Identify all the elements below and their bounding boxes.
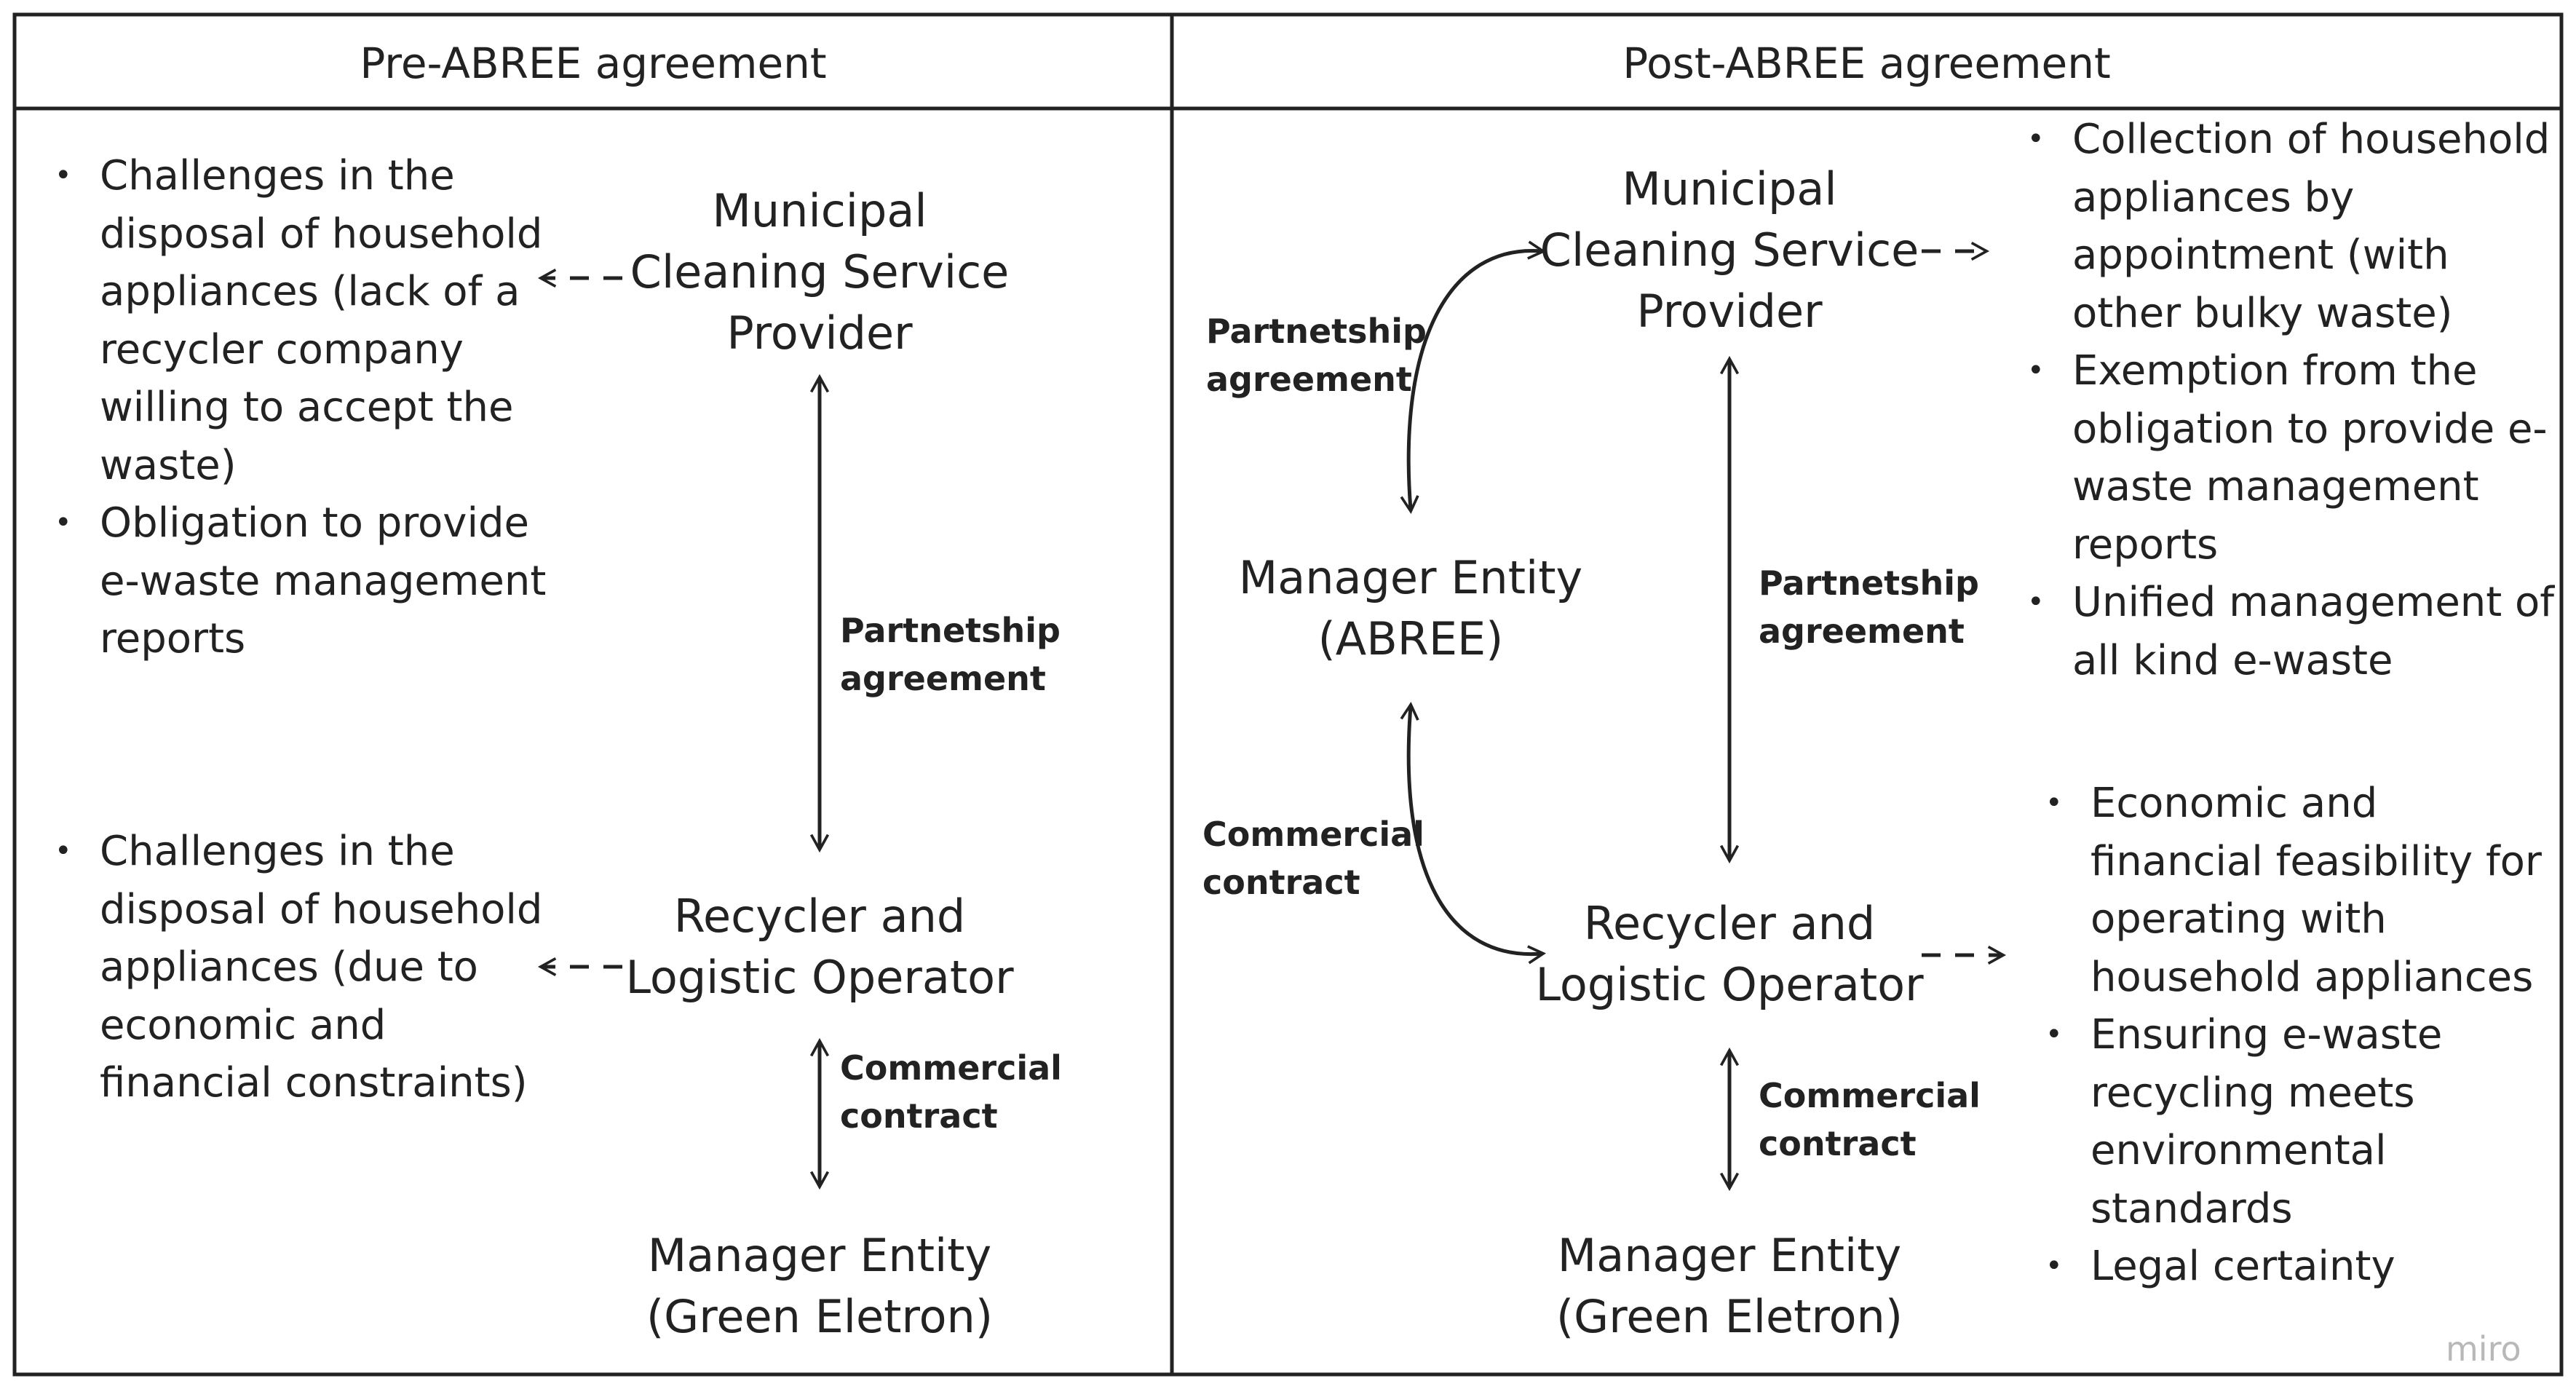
right-top-notes: Collection of household appliances by ap…	[2027, 111, 2559, 689]
list-item: Challenges in the disposal of household …	[55, 147, 564, 494]
abree-commercial-curved-arrow	[1400, 701, 1547, 965]
right-municipal-cleaning-node: Municipal Cleaning Service Provider	[1539, 162, 1919, 338]
list-item: Exemption from the obligation to provide…	[2027, 342, 2559, 574]
list-item: Legal certainty	[2045, 1238, 2555, 1296]
left-partnership-label: Partnetship agreement	[840, 611, 1061, 698]
right-green-eletron-node: Manager Entity (Green Eletron)	[1555, 1229, 1903, 1343]
list-item: Collection of household appliances by ap…	[2027, 111, 2559, 342]
left-bottom-notes: Challenges in the disposal of household …	[55, 823, 564, 1112]
left-green-eletron-node: Manager Entity (Green Eletron)	[646, 1229, 994, 1343]
list-item: Economic and financial feasibility for o…	[2045, 775, 2555, 1006]
list-item: Ensuring e-waste recycling meets environ…	[2045, 1006, 2555, 1238]
post-abree-header: Post-ABREE agreement	[1622, 39, 2111, 88]
list-item: Challenges in the disposal of household …	[55, 823, 564, 1112]
table-border	[12, 12, 2564, 1377]
left-recycler-node: Recycler and Logistic Operator	[625, 890, 1014, 1004]
miro-logo: miro	[2446, 1329, 2521, 1369]
abree-manager-node: Manager Entity (ABREE)	[1238, 551, 1583, 665]
left-municipal-cleaning-node: Municipal Cleaning Service Provider	[630, 184, 1010, 360]
list-item: Unified management of all kind e-waste	[2027, 574, 2559, 689]
abree-partnership-curved-arrow	[1400, 240, 1547, 515]
left-top-notes: Challenges in the disposal of household …	[55, 147, 564, 668]
right-recycler-node: Recycler and Logistic Operator	[1535, 897, 1924, 1011]
right-partnership-label: Partnetship agreement	[1759, 563, 1979, 651]
left-commercial-label: Commercial contract	[840, 1048, 1062, 1136]
pre-abree-header: Pre-ABREE agreement	[360, 39, 827, 88]
list-item: Obligation to provide e-waste management…	[55, 494, 564, 668]
right-commercial-label: Commercial contract	[1759, 1076, 1981, 1163]
abree-commercial-label: Commercial contract	[1202, 815, 1424, 902]
abree-partnership-label: Partnetship agreement	[1206, 312, 1427, 399]
right-bottom-notes: Economic and financial feasibility for o…	[2045, 775, 2555, 1296]
